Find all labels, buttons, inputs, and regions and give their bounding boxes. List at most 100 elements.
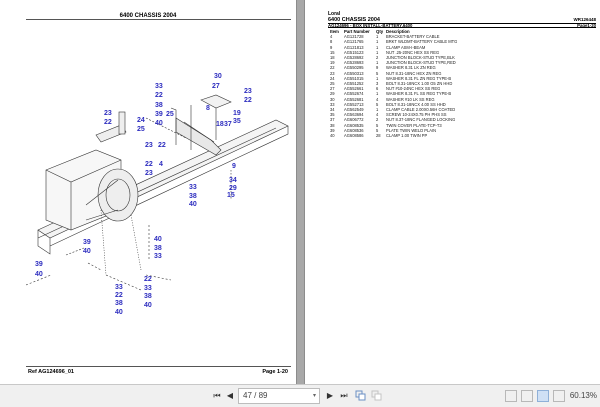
item-cell: 29 [330,91,335,97]
page-separator [296,0,305,384]
part-number-cell: AG550313 [344,70,364,76]
part-number-cell: AG121813 [344,44,364,50]
qty-cell: 1 [376,49,379,55]
description-cell: JUNCTION BLOCK-STUD TYPE,RED [386,60,456,66]
item-cell: 4 [330,34,333,40]
callout-label: 30 [214,73,222,80]
callout-label: 33 [154,253,162,260]
qty-cell: 4 [376,96,379,102]
col-qty: Qty [376,29,384,34]
paste-page-icon[interactable] [370,390,382,402]
two-page-view-icon[interactable] [537,390,549,402]
description-cell: NUT 8.37-18NC FLANGED LOCKING [386,117,456,123]
qty-cell: 5 [376,127,379,133]
callout-label: 40 [83,248,91,255]
description-cell: CLAMP CABLE 2.00X0.56H COATED [386,107,456,113]
item-cell: 38 [330,122,335,128]
part-number-cell: AG606772 [344,117,364,123]
callout-label: 40 [189,201,197,208]
single-page-view-icon[interactable] [505,390,517,402]
callout-label: 18 [216,121,224,128]
qty-cell: 5 [376,101,379,107]
description-cell: NUT #10-24NC HEX SS REG [386,86,441,92]
callout-label: 39 [83,239,91,246]
page-title: 6400 CHASSIS 2004 [119,13,177,19]
item-cell: 37 [330,117,335,123]
description-cell: PLATE TWIN WELD PLAIN [386,127,437,133]
description-cell: WASHER 8.31 FL ZN REG TYPE-B [386,75,452,81]
item-cell: 34 [330,107,335,113]
page-dropdown-icon[interactable]: ▾ [312,393,316,399]
item-cell: 18 [330,55,335,61]
qty-cell: 1 [376,75,379,81]
item-cell: 39 [330,127,335,133]
part-number-cell: AG608535 [344,122,364,128]
left-page: 6400 CHASSIS 2004 [0,0,296,384]
qty-cell: 1 [376,44,379,50]
part-number-cell: AG552681 [344,96,364,102]
zoom-level[interactable]: 60.13% [569,391,597,400]
page-title: 6400 CHASSIS 2004 [328,17,380,23]
part-number-cell: AG121765 [344,39,364,45]
callout-label: 22 [104,119,112,126]
callout-label: 38 [144,293,152,300]
callout-label: 40 [154,236,162,243]
description-cell: SCREW 10-24X0.75 PH PHS SS [386,112,447,118]
navigation-toolbar: ⏮ ◀ 47 / 89 ▾ ▶ ⏭ 60.13% [0,384,600,407]
item-cell: 8 [330,39,333,45]
qty-cell: 1 [376,91,379,97]
col-part-number: Part Number [344,29,370,34]
item-cell: 30 [330,96,335,102]
qty-cell: 1 [376,60,379,66]
qty-cell: 1 [376,107,379,113]
document-code: WR126448 [573,17,596,22]
copy-page-icon[interactable] [354,390,366,402]
qty-cell: 2 [376,55,379,61]
first-page-icon[interactable]: ⏮ [213,391,221,400]
callout-label: 40 [115,309,123,316]
col-description: Description [386,29,410,34]
callout-label: 40 [155,120,163,127]
qty-cell: 1 [376,34,379,40]
callout-label: 40 [35,271,43,278]
callout-label: 25 [166,111,174,118]
description-cell: CLAMP ASM-I-BEAM [386,44,426,50]
item-cell: 27 [330,86,335,92]
item-cell: 23 [330,70,335,76]
callout-label: 23 [104,110,112,117]
callout-label: 37 [224,121,232,128]
callout-label: 33 [189,184,197,191]
chassis-drawing [25,94,289,291]
prev-page-icon[interactable]: ◀ [226,391,234,400]
page-number-input[interactable]: 47 / 89 ▾ [238,388,320,404]
description-cell: BRKT WLDMT-BATTERY CABLE MTG [386,39,458,45]
callout-label: 22 [158,142,166,149]
section-page: Page1-20 [577,23,596,28]
callout-label: 27 [212,83,220,90]
part-number-cell: AG552674 [344,91,364,97]
qty-cell: 6 [376,86,379,92]
callout-label: 33 [144,285,152,292]
callout-label: 23 [145,170,153,177]
two-page-continuous-view-icon[interactable] [553,390,565,402]
last-page-icon[interactable]: ⏭ [340,391,348,400]
section-band: AG124696 - BOX INSTALL-BATTERY,6400 Page… [328,23,596,28]
item-cell: 25 [330,81,335,87]
right-page: Loral 6400 CHASSIS 2004 WR126448 AG12469… [305,0,600,384]
part-number-cell: AG121728 [344,34,364,40]
page-number-value: 47 / 89 [243,391,268,400]
part-number-cell: AG563694 [344,112,364,118]
continuous-view-icon[interactable] [521,390,533,402]
footer-ref: Ref AG124696_01 [28,369,74,375]
description-cell: JUNCTION BLOCK-STUD TYPE,BLK [386,55,455,61]
next-page-icon[interactable]: ▶ [326,391,334,400]
